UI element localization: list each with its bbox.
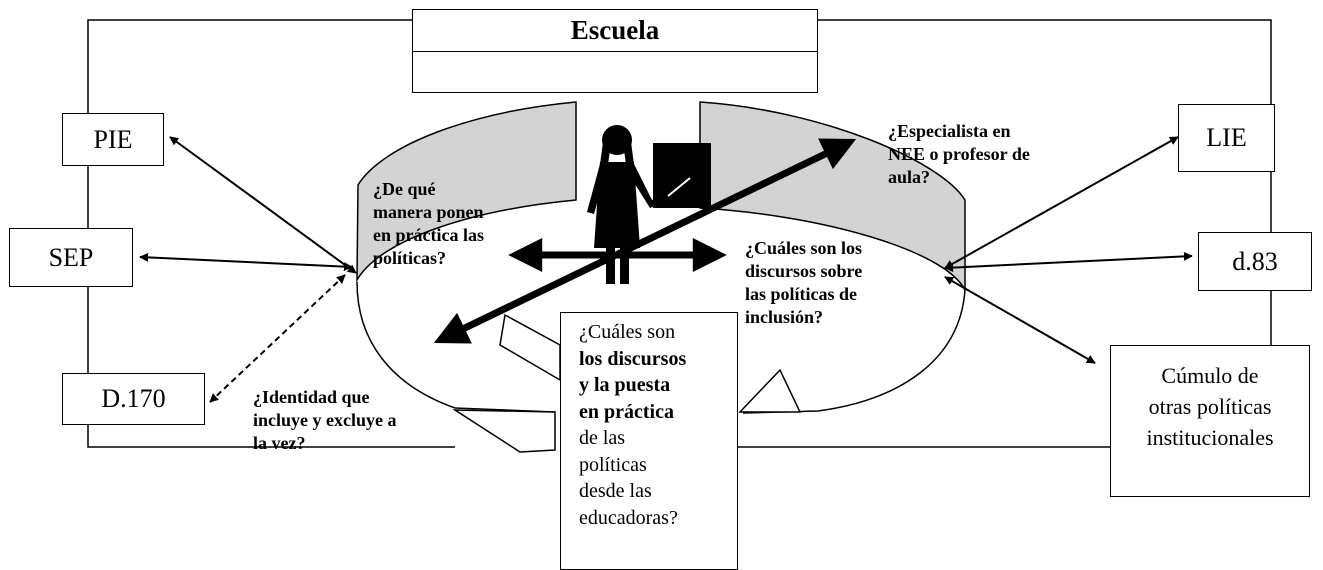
question-identity: ¿Identidad que incluye y excluye a la ve…: [253, 387, 397, 453]
bold-arrows: [433, 138, 857, 344]
lie-box: LIE: [1178, 104, 1275, 172]
arrow-lie: [944, 136, 1179, 269]
d83-label: d.83: [1232, 246, 1278, 276]
other-policies-box: Cúmulo de otras políticas institucionale…: [1110, 345, 1310, 497]
d170-box: D.170: [62, 373, 205, 425]
ring-arrow-right: [738, 368, 802, 413]
sep-box: SEP: [9, 228, 133, 287]
outer-frame: [87, 19, 1272, 448]
arrow-other-policies: [944, 276, 1096, 364]
d170-label: D.170: [101, 384, 166, 413]
other-policies-line3: institucionales: [1146, 425, 1274, 450]
central-question-line1: ¿Cuáles son: [579, 321, 676, 343]
ring-bottom-left: [356, 281, 456, 409]
arrow-sep: [139, 252, 353, 272]
other-policies-line1: Cúmulo de: [1161, 363, 1259, 388]
connector-arrows: [139, 136, 1193, 403]
arrow-d83: [944, 251, 1193, 273]
school-box: Escuela: [412, 9, 818, 93]
sep-label: SEP: [48, 242, 94, 272]
other-policies-line2: otras políticas: [1148, 394, 1272, 419]
pie-label: PIE: [93, 124, 133, 154]
question-discourses: ¿Cuáles son los discursos sobre las polí…: [745, 238, 863, 327]
question-practice: ¿De qué manera ponen en práctica las pol…: [373, 179, 484, 268]
ring-arrow-left: [499, 313, 561, 382]
arrow-pie: [169, 136, 357, 274]
pie-box: PIE: [62, 113, 164, 166]
school-title: Escuela: [570, 15, 660, 45]
d83-box: d.83: [1198, 232, 1312, 291]
arrow-d170: [209, 274, 346, 403]
ring-arrow-bottom: [452, 409, 556, 453]
lie-label: LIE: [1206, 123, 1247, 152]
central-question-box: ¿Cuáles son los discursos y la puesta en…: [560, 312, 738, 570]
question-specialist: ¿Especialista en NEE o profesor de aula?: [888, 121, 1030, 187]
